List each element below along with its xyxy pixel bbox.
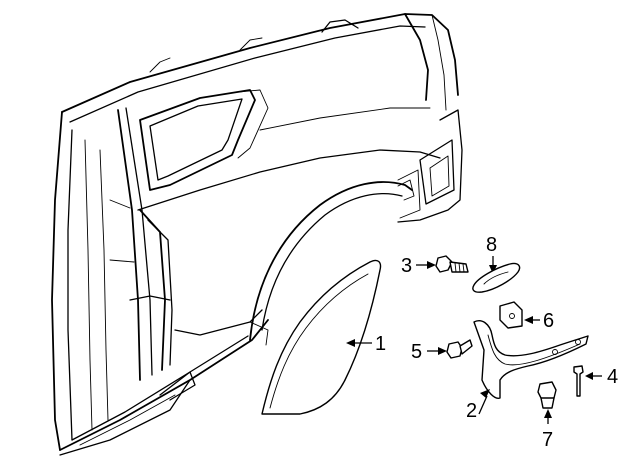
callout-2: 2	[466, 400, 477, 422]
quarter-panel-body	[51, 13, 463, 456]
callout-3: 3	[401, 255, 412, 277]
part-1-shield: 1	[261, 259, 386, 415]
part-5-bolt: 5	[411, 339, 473, 363]
part-3-screw: 3	[401, 255, 469, 277]
callout-4: 4	[607, 366, 618, 388]
callout-5: 5	[411, 341, 422, 363]
callout-6: 6	[543, 310, 554, 332]
part-8-clip: 8	[472, 234, 521, 293]
part-4-push-pin: 4	[573, 365, 618, 397]
part-7-retainer: 7	[537, 381, 557, 451]
callout-7: 7	[542, 429, 553, 451]
part-6-nut-clip: 6	[499, 301, 554, 332]
part-2-mud-flap: 2	[466, 320, 589, 422]
callout-8: 8	[486, 234, 497, 256]
callout-1: 1	[375, 333, 386, 355]
